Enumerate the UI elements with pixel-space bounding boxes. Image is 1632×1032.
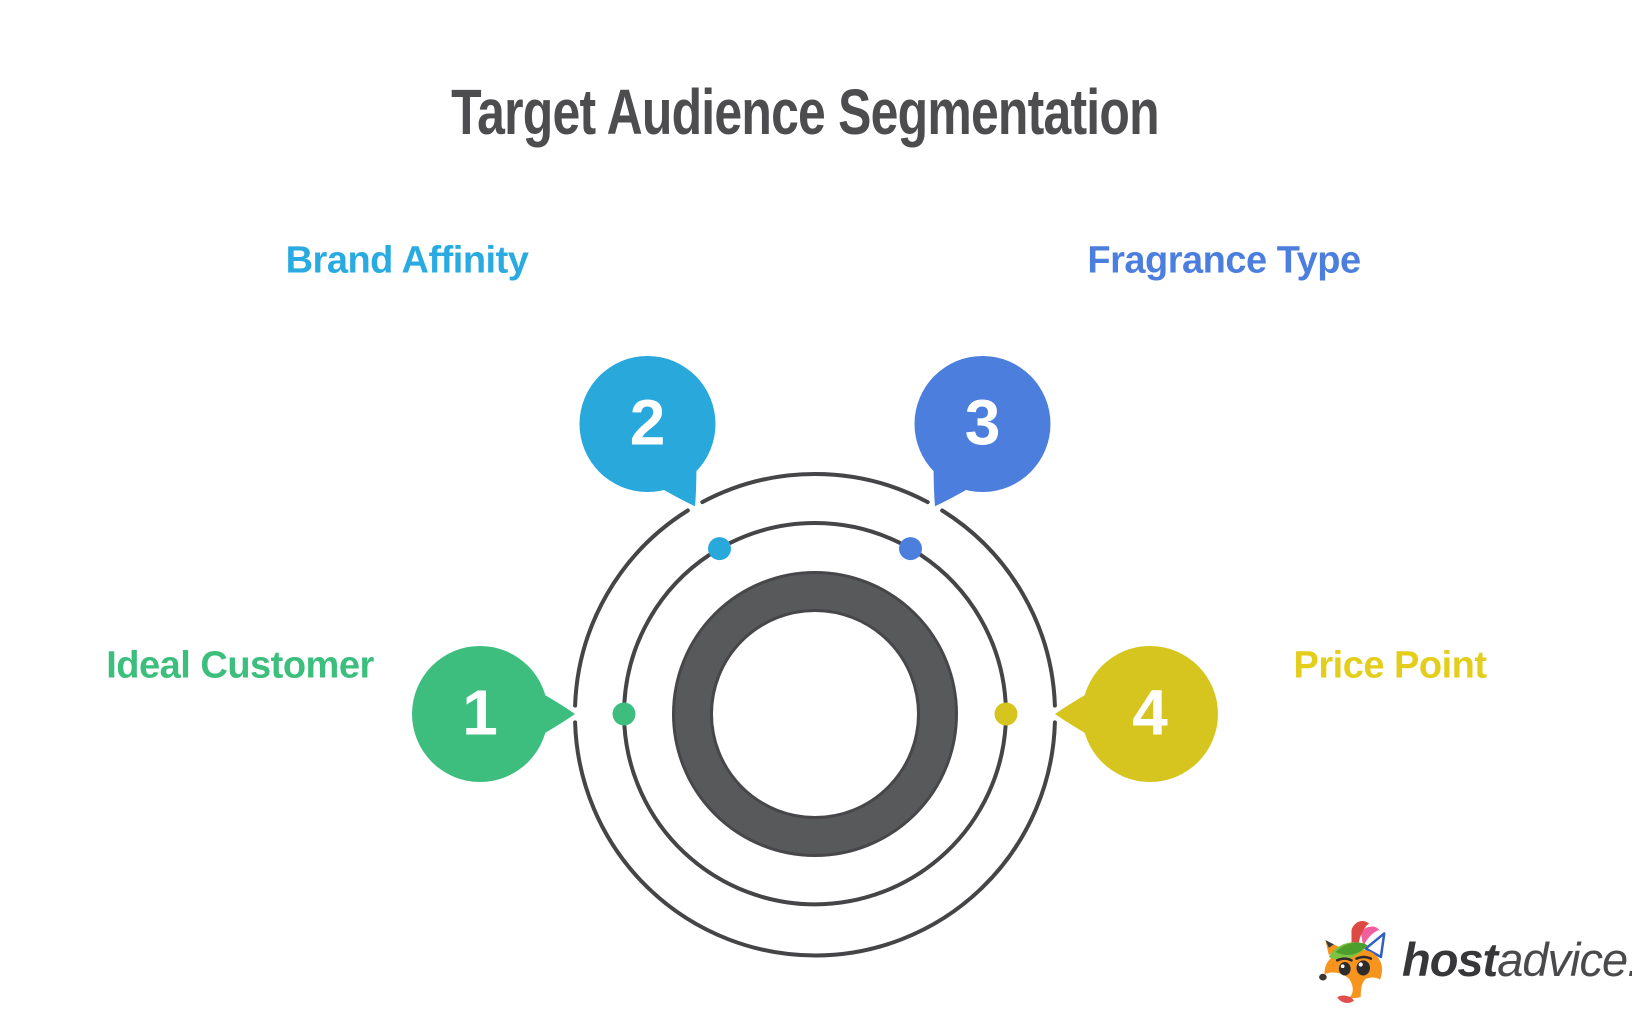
bubble-4 [1055, 646, 1218, 782]
segment-dot-1 [612, 702, 636, 726]
outer-circle [573, 472, 1057, 958]
page-title-text: Target Audience Segmentation [451, 76, 1159, 148]
outer-circle-arc [573, 720, 1057, 958]
hostadvice-logo: hostadvice. [1312, 920, 1632, 1004]
bubble-3-circle [914, 356, 1051, 492]
bubble-4-circle [1082, 646, 1218, 782]
middle-circle-arc [622, 552, 712, 705]
segment-label-price-point: Price Point [1293, 644, 1488, 687]
bubble-3 [914, 356, 1051, 507]
middle-circle-arc [918, 552, 1008, 705]
middle-circle-arc [622, 723, 1008, 907]
bubble-2-number: 2 [629, 386, 666, 459]
segment-label-ideal-customer: Ideal Customer [106, 644, 374, 687]
logo-wordmark: hostadvice. [1402, 932, 1632, 993]
segment-dot-2 [708, 537, 731, 561]
bubble-4-number: 4 [1132, 676, 1168, 749]
outer-circle-arc [573, 508, 690, 708]
inner-ring-fill [675, 574, 955, 854]
bubble-2 [579, 356, 716, 507]
segment-dot-4 [994, 702, 1018, 726]
middle-circle-arc [727, 521, 903, 546]
bubble-2-circle [579, 356, 716, 492]
segment-dot-3 [899, 537, 922, 561]
segment-label-brand-affinity: Brand Affinity [285, 239, 529, 282]
bubble-1-circle [412, 646, 548, 782]
middle-circle [622, 521, 1008, 907]
bubble-1 [412, 646, 575, 782]
page-title: Target Audience Segmentation [351, 75, 1258, 149]
inner-ring [672, 571, 958, 857]
bubble-1-number: 1 [462, 676, 498, 749]
logo-wordmark-host: host [1402, 932, 1498, 986]
bubble-3-number: 3 [964, 386, 1001, 459]
fox-mascot-icon [1319, 920, 1386, 1003]
outer-circle-arc [700, 472, 930, 505]
outer-circle-arc [940, 508, 1057, 708]
segment-label-fragrance-type: Fragrance Type [1087, 239, 1361, 282]
logo-wordmark-advice: advice. [1497, 932, 1632, 986]
